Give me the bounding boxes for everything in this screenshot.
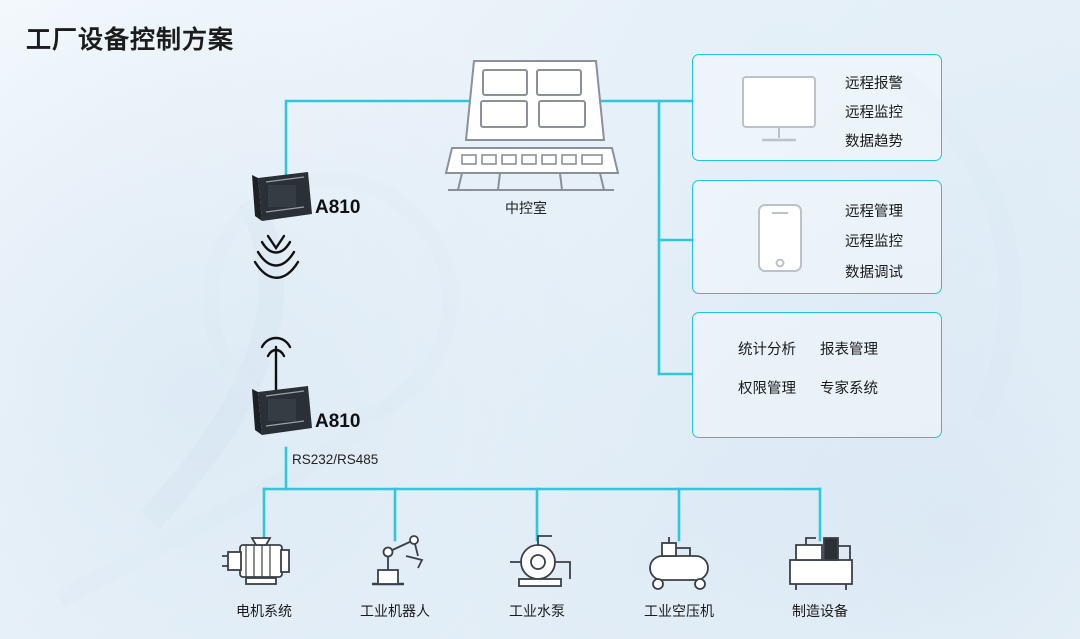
mobile-card-item-2: 数据调试: [845, 265, 903, 281]
pc-card: [692, 54, 942, 161]
cnc-machine-icon: [789, 537, 853, 590]
a810-gateway-icon-top: [252, 172, 312, 221]
gateway-top-label: A810: [315, 197, 361, 218]
pc-card-item-2: 数据趋势: [845, 134, 903, 150]
device-label-manufacturing-equipment: 制造设备: [792, 603, 848, 619]
platform-card-item-0: 统计分析: [738, 342, 796, 358]
tablet-icon: [758, 204, 802, 272]
platform-card-item-1: 报表管理: [820, 342, 878, 358]
platform-card-item-2: 权限管理: [738, 381, 796, 397]
air-compressor-icon: [649, 537, 709, 590]
pc-card-item-0: 远程报警: [845, 76, 903, 92]
device-label-motor-system: 电机系统: [236, 603, 292, 619]
device-label-air-compressor: 工业空压机: [644, 603, 714, 619]
gateway-bottom-label: A810: [315, 411, 361, 432]
water-pump-icon: [510, 535, 571, 587]
robot-arm-icon: [372, 535, 424, 586]
device-label-industrial-pump: 工业水泵: [509, 603, 565, 619]
serial-interface-label: RS232/RS485: [292, 452, 379, 467]
platform-card-item-3: 专家系统: [820, 381, 878, 397]
a810-gateway-icon-bottom: [252, 386, 312, 435]
control-room-label: 中控室: [505, 200, 547, 216]
page-title: 工厂设备控制方案: [26, 26, 235, 54]
device-label-industrial-robot: 工业机器人: [360, 603, 430, 619]
pc-card-item-1: 远程监控: [845, 105, 903, 121]
platform-card: [692, 312, 942, 438]
electric-motor-icon: [222, 537, 290, 585]
wifi-signal-icon-top: [253, 234, 300, 279]
antenna-icon-bottom: [260, 336, 292, 394]
mobile-card-item-1: 远程监控: [845, 234, 903, 250]
desktop-monitor-icon: [742, 76, 816, 142]
mobile-card: [692, 180, 942, 294]
control-room-screens-icon: [444, 60, 620, 191]
mobile-card-item-0: 远程管理: [845, 204, 903, 220]
